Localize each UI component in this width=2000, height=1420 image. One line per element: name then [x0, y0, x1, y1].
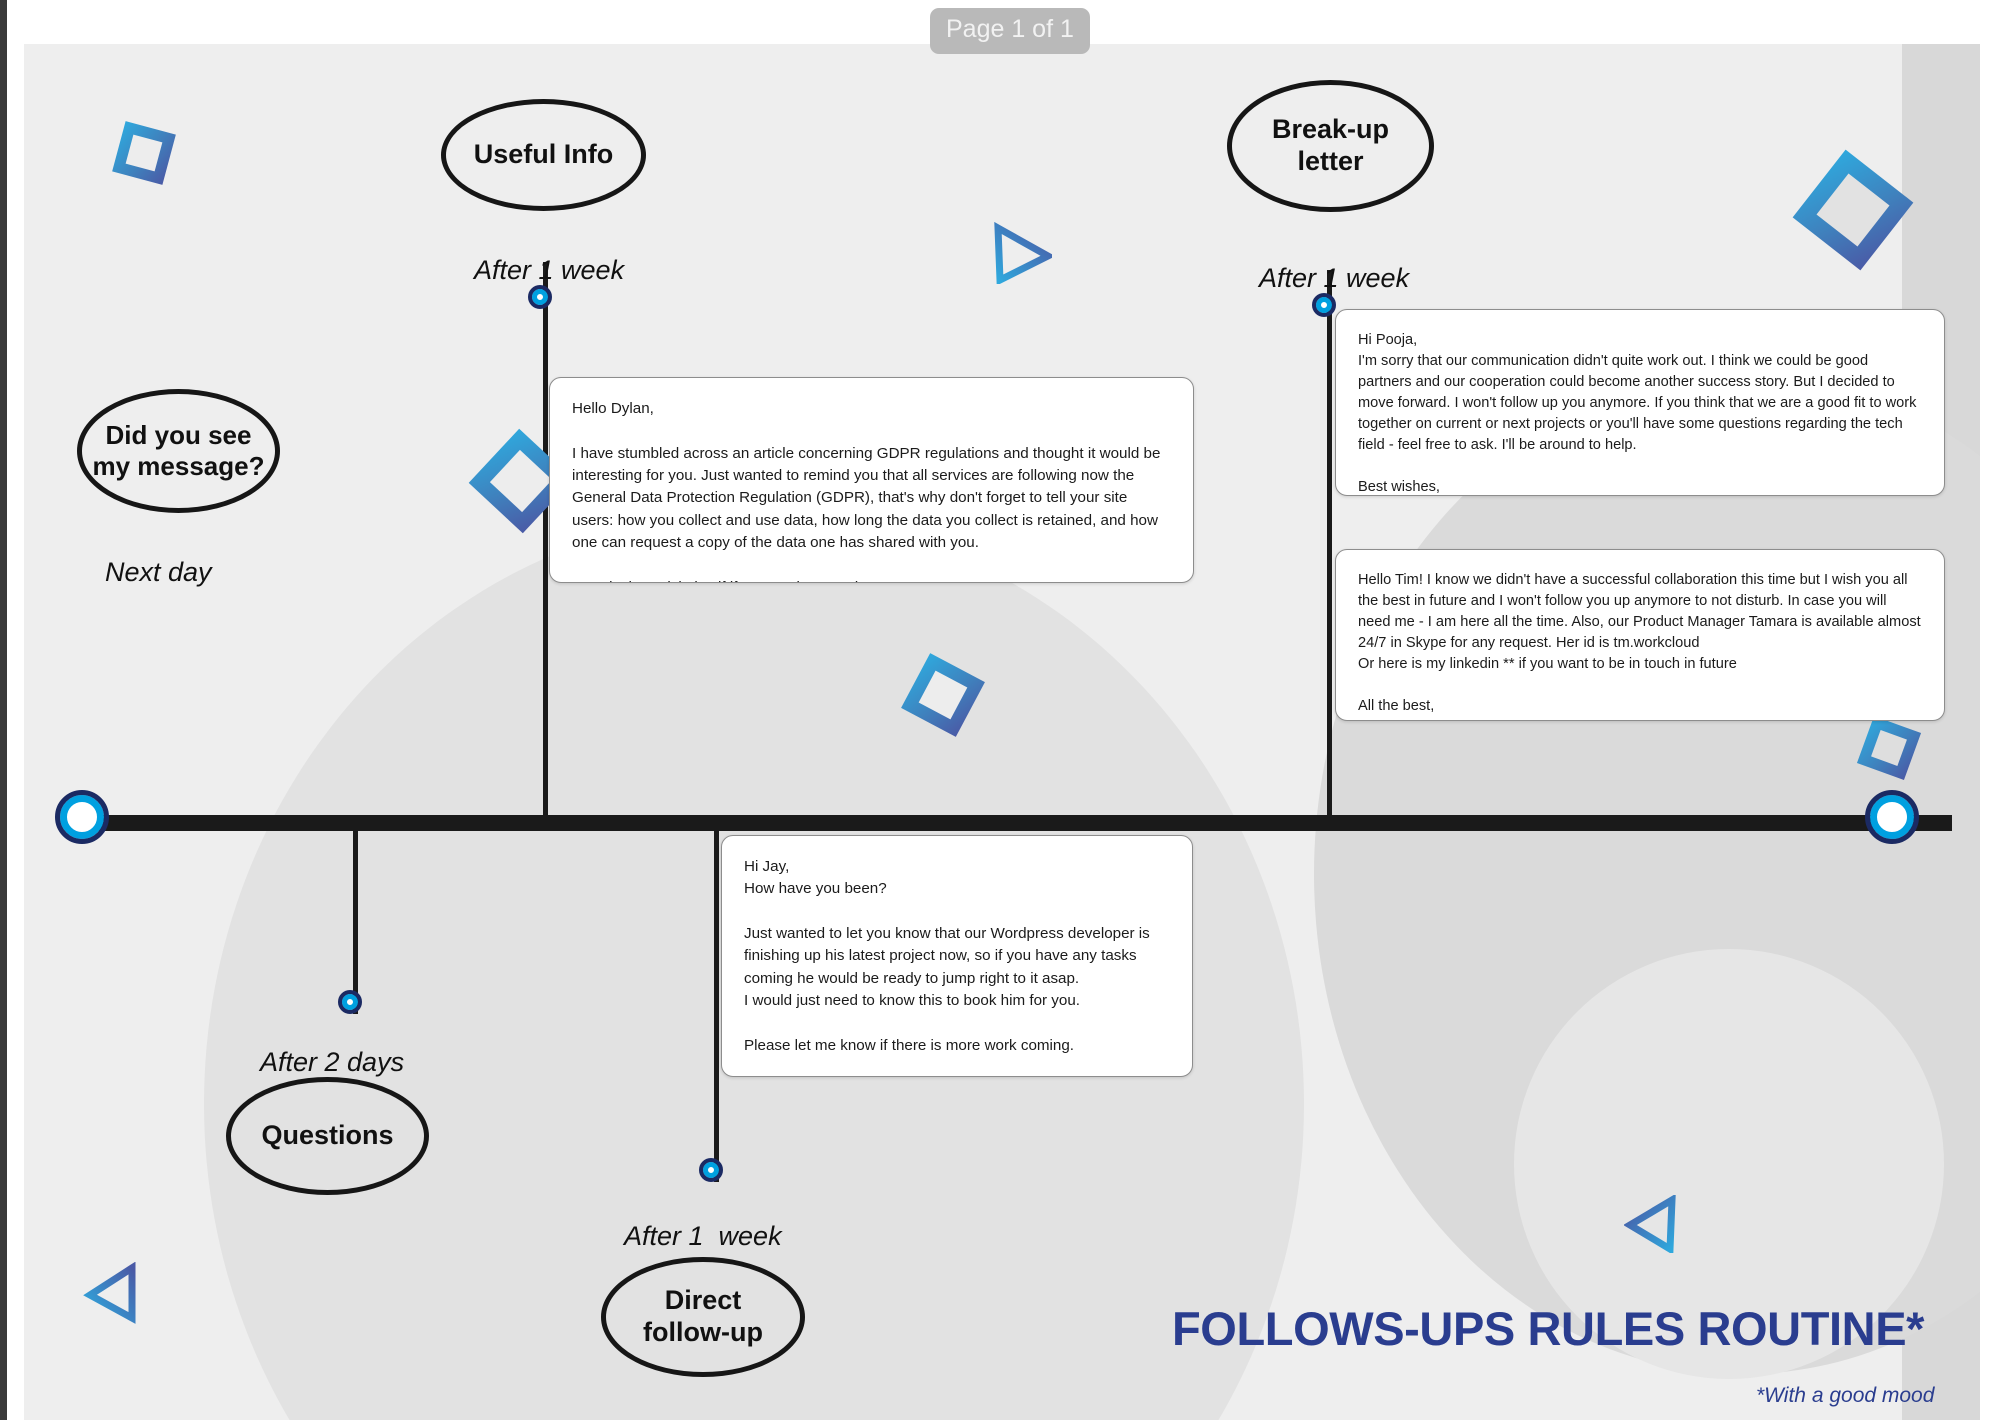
cadence-label-questions: After 2 days — [260, 1047, 405, 1077]
node-ellipse-label: Direct follow-up — [643, 1285, 763, 1347]
card-breakup-email-2[interactable]: Hello Tim! I know we didn't have a succe… — [1335, 549, 1945, 721]
node-marker-break-up-letter[interactable] — [1312, 293, 1336, 317]
cadence-label-break-up-letter: After 1 week — [1259, 263, 1410, 293]
card-body: Hi Pooja, I'm sorry that our communicati… — [1358, 332, 1917, 495]
page-subtitle: *With a good mood — [1756, 1384, 1935, 1407]
card-body: Hello Dylan, I have stumbled across an a… — [572, 400, 1161, 582]
node-ellipse-label: Break-up letter — [1271, 114, 1390, 176]
node-marker-questions[interactable] — [338, 990, 362, 1014]
node-ellipse-useful-info[interactable]: Useful Info — [441, 99, 646, 211]
triangle-outline-icon-bottom-left — [82, 1261, 140, 1324]
square-outline-icon-top-right — [1792, 149, 1914, 271]
stem-direct-follow-up — [714, 824, 719, 1182]
card-direct-follow-up-email[interactable]: Hi Jay, How have you been? Just wanted t… — [721, 835, 1193, 1077]
stem-questions — [353, 824, 358, 1014]
timeline-end-node[interactable] — [1865, 790, 1919, 844]
timeline-start-node[interactable] — [55, 790, 109, 844]
triangle-outline-icon-top-mid — [992, 221, 1056, 286]
card-body: Hello Tim! I know we didn't have a succe… — [1358, 572, 1921, 720]
timeline-bar — [86, 815, 1952, 831]
node-ellipse-direct-follow-up[interactable]: Direct follow-up — [601, 1257, 805, 1377]
node-ellipse-label: Did you see my message? — [92, 420, 265, 481]
card-useful-info-email[interactable]: Hello Dylan, I have stumbled across an a… — [549, 377, 1194, 583]
background-blob-right-small — [1514, 949, 1944, 1379]
page-indicator-badge: Page 1 of 1 — [930, 8, 1090, 54]
left-gutter — [0, 0, 7, 1420]
cadence-label-direct-follow-up: After 1 week — [624, 1221, 782, 1251]
square-outline-icon-top-left — [112, 121, 176, 185]
node-ellipse-label: Questions — [261, 1120, 394, 1151]
node-marker-useful-info[interactable] — [528, 285, 552, 309]
card-breakup-email-1[interactable]: Hi Pooja, I'm sorry that our communicati… — [1335, 309, 1945, 496]
node-ellipse-label: Useful Info — [473, 139, 614, 170]
node-ellipse-break-up-letter[interactable]: Break-up letter — [1227, 80, 1434, 212]
stem-useful-info — [543, 262, 548, 822]
triangle-outline-icon-bottom-right — [1623, 1193, 1678, 1256]
node-ellipse-questions[interactable]: Questions — [226, 1077, 429, 1195]
page-title: FOLLOWS-UPS RULES ROUTINE* — [1172, 1302, 1925, 1355]
node-marker-direct-follow-up[interactable] — [699, 1158, 723, 1182]
cadence-label-did-you-see-my-message: Next day — [105, 557, 212, 587]
node-ellipse-did-you-see-my-message[interactable]: Did you see my message? — [77, 389, 280, 513]
cadence-label-useful-info: After 1 week — [474, 255, 625, 285]
card-body: Hi Jay, How have you been? Just wanted t… — [744, 858, 1150, 1054]
stem-break-up-letter — [1327, 270, 1332, 822]
diagram-canvas: Useful Info After 1 week Break-up letter… — [24, 44, 1980, 1420]
